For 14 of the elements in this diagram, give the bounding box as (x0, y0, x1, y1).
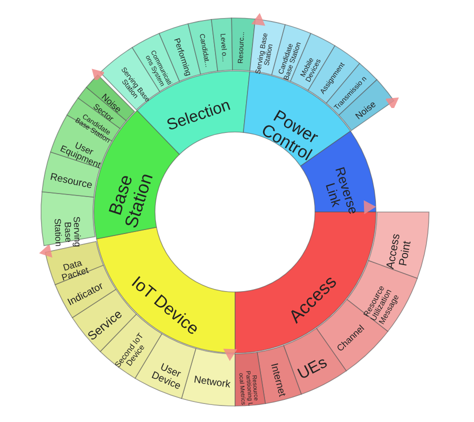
subcategory-label: UEs (294, 353, 330, 386)
sunburst-segment (40, 190, 97, 247)
subcategory-label: Network (192, 374, 232, 392)
subcategory-label: Serving Base Station (52, 215, 82, 250)
category-label: Reverse Link (322, 164, 362, 218)
sunburst-segment (180, 347, 236, 407)
subcategory-label: Internet (267, 360, 288, 400)
subcategory-label: Resource (48, 172, 94, 192)
subcategory-label: Data Packet (60, 256, 90, 284)
sunburst-segment (234, 351, 267, 407)
category-label: Base Station (103, 170, 158, 232)
subcategory-label: Access Point (386, 232, 414, 272)
sunburst-segment (210, 17, 234, 73)
sunburst-segment (367, 211, 430, 280)
